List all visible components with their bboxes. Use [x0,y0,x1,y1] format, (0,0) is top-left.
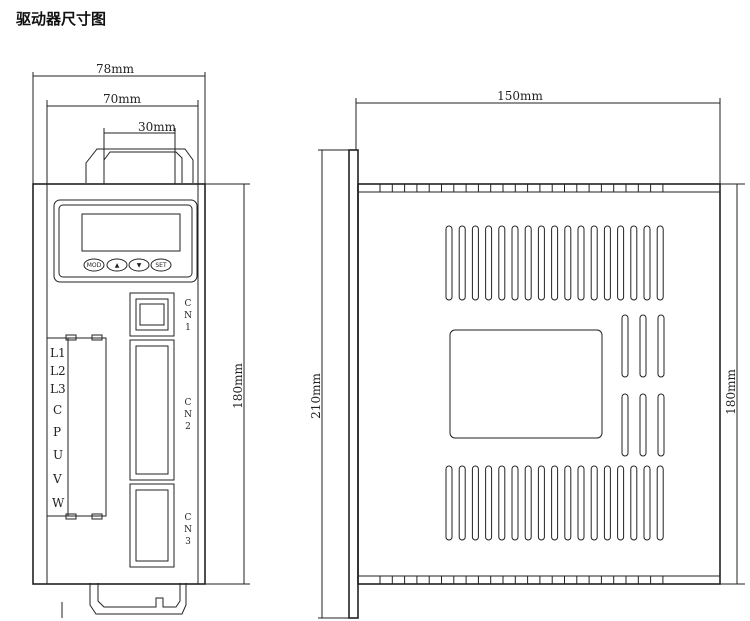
vent-slot [630,465,638,541]
button-mod[interactable]: MOD [83,258,105,272]
vent-slot [524,465,532,541]
dimension-150mm: 150mm [355,89,721,184]
vent-slot [643,465,651,541]
label-plate [449,329,603,439]
vent-slot [537,225,545,301]
vent-slot [485,225,493,301]
side-mounting-plate [348,149,359,619]
vent-slot [471,225,479,301]
vent-slot [511,465,519,541]
vent-slot [485,465,493,541]
vent-slot [551,225,559,301]
cn2-letter: N [184,410,192,420]
button-down[interactable]: ▼ [128,258,150,272]
dimension-front-180mm: 180mm [205,183,250,585]
vent-slot [621,314,629,378]
dim-30mm-label: 30mm [138,120,177,134]
cn1-letter: 1 [185,323,191,333]
dim-150mm-label: 150mm [497,89,543,103]
vent-slot [590,465,598,541]
page-title: 驱动器尺寸图 [16,10,107,28]
cn3-letter: 3 [185,537,191,547]
vent-slot [617,465,625,541]
top-rib-ticks [379,184,664,192]
vent-slots-middle-lower [621,393,665,457]
vent-slot [630,225,638,301]
dim-78mm-label: 78mm [96,62,135,76]
vent-slot [445,225,453,301]
cn1-letter: C [185,299,192,309]
terminal-label: U [53,448,63,462]
vent-slot [471,465,479,541]
front-body [32,183,206,585]
terminal-label: P [53,425,61,439]
terminal-label: L1 [50,346,66,360]
vent-slot [458,465,466,541]
vent-slot [498,225,506,301]
vent-slot [564,465,572,541]
vent-slot [498,465,506,541]
cn2-letter: 2 [185,422,191,432]
dim-210mm-label: 210mm [309,373,323,419]
terminal-label: L2 [50,364,66,378]
vent-slot [551,465,559,541]
vent-slot [590,225,598,301]
vent-slots-bottom [445,465,664,541]
vent-slot [445,465,453,541]
vent-slot [643,225,651,301]
button-set[interactable]: SET [150,258,172,272]
cn3-letter: C [185,513,192,523]
vent-slot [564,225,572,301]
dimension-78mm: 78mm [32,62,206,185]
terminal-block [46,334,107,520]
dim-side-180mm-label: 180mm [724,369,738,415]
bottom-mounting-bracket [89,583,187,615]
button-up[interactable]: ▲ [106,258,128,272]
dim-front-180mm-label: 180mm [231,363,245,409]
vent-slot [511,225,519,301]
connector-cn1 [129,292,175,337]
cn1-letter: N [184,311,192,321]
connector-cn3 [129,483,175,568]
vent-slot [537,465,545,541]
vent-slot [458,225,466,301]
vent-slot [621,393,629,457]
vent-slot [656,465,664,541]
lcd-screen [81,213,181,252]
connector-cn2 [129,339,175,481]
vent-slot [603,225,611,301]
terminal-label: V [52,472,62,486]
display-panel [53,199,198,283]
cn3-letter: N [184,525,192,535]
dimension-70mm: 70mm [46,92,199,185]
vent-slots-middle-upper [621,314,665,378]
button-set-label: SET [155,262,167,269]
top-mounting-bracket [85,148,194,183]
vent-slot [577,225,585,301]
cn2-letter: C [185,398,192,408]
vent-slot [657,314,665,378]
vent-slot [603,465,611,541]
button-down-label: ▼ [137,262,142,269]
vent-slot [639,314,647,378]
front-view: 78mm 70mm 30mm [32,62,250,618]
vent-slot [656,225,664,301]
vent-slot [524,225,532,301]
terminal-label: W [52,496,65,510]
terminal-label: C [53,403,62,417]
dimension-side-180mm: 180mm [720,183,745,585]
vent-slot [639,393,647,457]
bottom-rib-ticks [379,576,664,584]
vent-slot [617,225,625,301]
vent-slots-top [445,225,664,301]
dim-70mm-label: 70mm [103,92,142,106]
vent-slot [577,465,585,541]
side-view: 150mm 210mm 180mm [309,89,745,619]
vent-slot [657,393,665,457]
button-up-label: ▲ [115,262,120,269]
side-body [357,183,721,585]
button-mod-label: MOD [87,262,102,269]
terminal-label: L3 [50,382,66,396]
